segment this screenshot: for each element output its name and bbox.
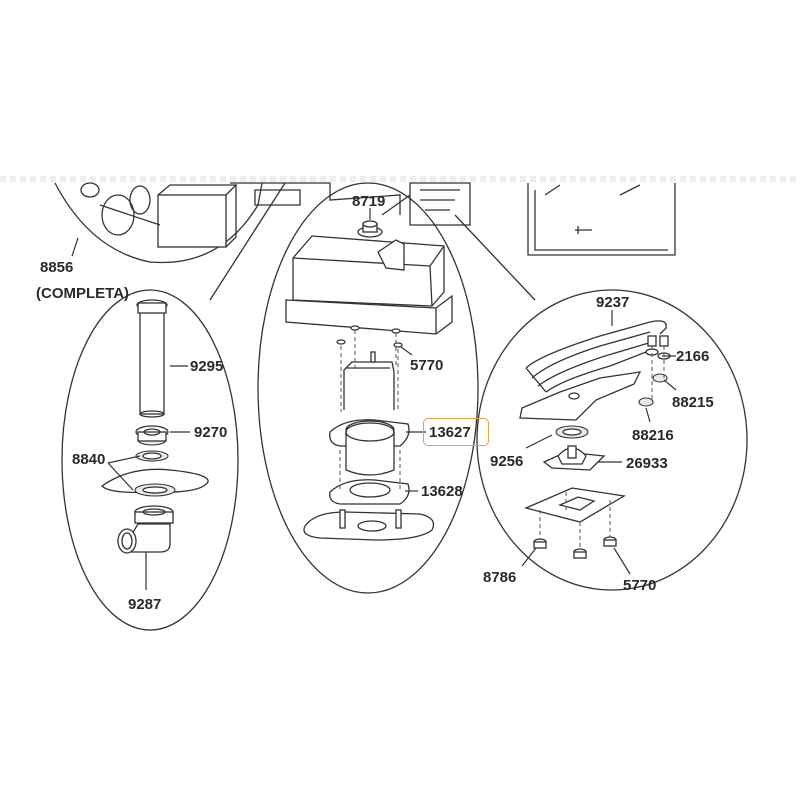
callout-5770-right: 5770 bbox=[623, 577, 656, 594]
callout-9237: 9237 bbox=[596, 294, 629, 311]
highlight-13627-frame bbox=[423, 418, 489, 446]
callout-2166: 2166 bbox=[676, 348, 709, 365]
detail-drain-assembly bbox=[61, 289, 239, 631]
machine-outline bbox=[230, 182, 676, 256]
callout-88216: 88216 bbox=[632, 427, 674, 444]
callout-9295: 9295 bbox=[190, 358, 223, 375]
callout-8840: 8840 bbox=[72, 451, 105, 468]
blank-top-area bbox=[0, 0, 800, 180]
callout-88215: 88215 bbox=[672, 394, 714, 411]
detail-8856 bbox=[54, 182, 263, 264]
link-line-right bbox=[454, 214, 536, 301]
callout-26933: 26933 bbox=[626, 455, 668, 472]
callout-8786: 8786 bbox=[483, 569, 516, 586]
callout-8719: 8719 bbox=[352, 193, 385, 210]
callout-9270: 9270 bbox=[194, 424, 227, 441]
callout-completa: (COMPLETA) bbox=[36, 285, 129, 302]
callout-8856: 8856 bbox=[40, 259, 73, 276]
dotted-divider bbox=[0, 176, 800, 182]
link-line-center bbox=[381, 194, 411, 216]
callout-13628: 13628 bbox=[421, 483, 463, 500]
detail-tank-assembly bbox=[257, 182, 479, 594]
link-line-left bbox=[209, 182, 286, 301]
detail-heating-assembly bbox=[476, 289, 748, 591]
callout-5770-center: 5770 bbox=[410, 357, 443, 374]
callout-13627[interactable]: 13627 bbox=[429, 424, 471, 441]
callout-9256: 9256 bbox=[490, 453, 523, 470]
callout-9287: 9287 bbox=[128, 596, 161, 613]
